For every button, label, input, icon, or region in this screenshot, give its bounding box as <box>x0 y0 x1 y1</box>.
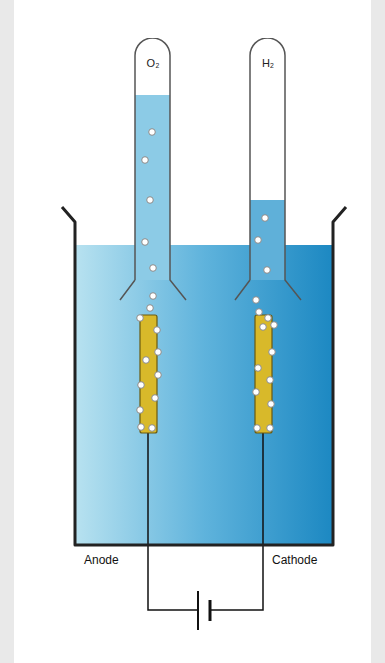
gas-bubble <box>262 215 269 222</box>
tube-gas <box>250 38 285 280</box>
gas-bubble <box>154 327 161 334</box>
tube-water <box>135 95 170 280</box>
test-tube: O₂ <box>118 38 188 304</box>
gas-bubble <box>268 401 275 408</box>
gas-bubble <box>137 315 144 322</box>
gas-bubble <box>155 349 162 356</box>
gas-bubble <box>147 197 154 204</box>
side-margin <box>371 0 385 663</box>
gas-bubble <box>142 239 149 246</box>
wires <box>148 433 263 610</box>
gas-bubble <box>149 425 156 432</box>
gas-bubble <box>271 322 278 329</box>
gas-bubble <box>138 382 145 389</box>
gas-bubble <box>267 377 274 384</box>
gas-bubble <box>264 267 271 274</box>
gas-formula: H₂ <box>233 38 303 70</box>
gas-bubble <box>152 395 159 402</box>
gas-bubble <box>253 389 260 396</box>
gas-bubble <box>267 425 274 432</box>
electrode-label: Anode <box>84 553 119 567</box>
gas-bubble <box>260 324 267 331</box>
gas-bubble <box>138 424 145 431</box>
gas-bubble <box>255 237 262 244</box>
wire <box>210 433 263 610</box>
wire <box>148 433 198 610</box>
gas-bubble <box>265 315 272 322</box>
gas-bubble <box>255 365 262 372</box>
gas-bubble <box>155 372 162 379</box>
gas-bubble <box>143 357 150 364</box>
gas-bubble <box>142 157 149 164</box>
gas-bubble <box>256 309 263 316</box>
gas-bubble <box>254 425 261 432</box>
tube-outline <box>118 38 188 304</box>
gas-bubble <box>150 293 157 300</box>
gas-bubble <box>150 265 157 272</box>
electrode-label: Cathode <box>272 553 317 567</box>
cathode-electrode <box>255 315 272 433</box>
gas-bubble <box>147 305 154 312</box>
test-tube: H₂ <box>233 38 303 304</box>
gas-bubble <box>269 349 276 356</box>
tube-glass <box>235 38 301 300</box>
bubbles <box>137 293 278 432</box>
gas-bubble <box>137 407 144 414</box>
gas-formula: O₂ <box>118 38 188 70</box>
beaker <box>62 207 346 545</box>
side-margin <box>0 0 14 663</box>
tube-outline <box>233 38 303 304</box>
water <box>75 245 333 545</box>
tube-gas <box>135 38 170 280</box>
tube-glass <box>120 38 186 300</box>
gas-bubble <box>253 297 260 304</box>
tube-water <box>250 200 285 280</box>
gas-bubble <box>149 129 156 136</box>
battery-symbol <box>198 591 210 630</box>
